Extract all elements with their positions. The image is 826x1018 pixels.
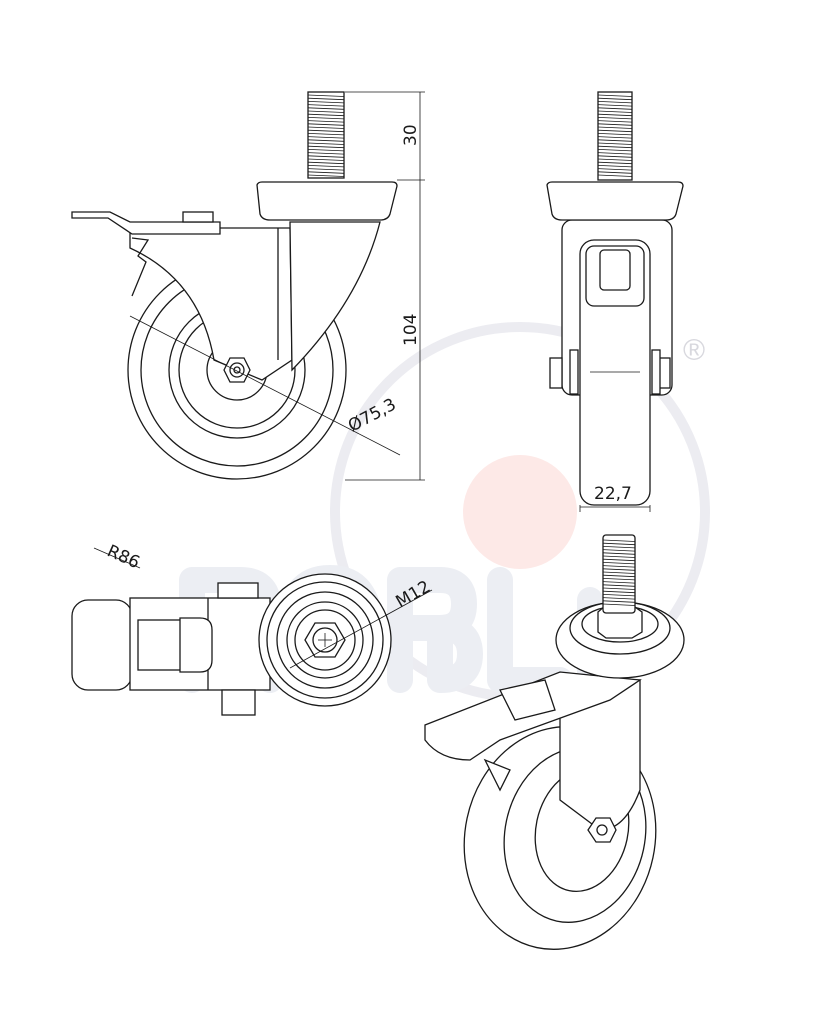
thread-line bbox=[597, 158, 633, 161]
thread-line bbox=[602, 549, 636, 552]
thread-line bbox=[307, 107, 345, 110]
dimension-overall-height: 104 bbox=[401, 314, 421, 346]
thread-line bbox=[307, 101, 345, 104]
thread-line bbox=[597, 117, 633, 120]
thread-line bbox=[597, 104, 633, 107]
thread-line bbox=[307, 126, 345, 129]
thread-line bbox=[602, 571, 636, 574]
thread-line bbox=[597, 97, 633, 101]
thread-line bbox=[602, 562, 636, 565]
thread-line bbox=[602, 552, 636, 555]
axle-nut bbox=[223, 357, 251, 383]
thread-line bbox=[597, 129, 633, 133]
thread-line bbox=[602, 594, 636, 597]
thread-line bbox=[597, 149, 633, 152]
thread-line bbox=[602, 546, 636, 549]
thread-line bbox=[307, 129, 345, 133]
thread-line bbox=[597, 155, 633, 158]
thread-line bbox=[307, 113, 345, 117]
dimension-wheel-width: 22,7 bbox=[594, 484, 632, 504]
thread-line bbox=[307, 136, 345, 139]
thread-line bbox=[307, 117, 345, 120]
isometric-view bbox=[424, 534, 685, 950]
thread-line bbox=[307, 145, 345, 149]
thread-line bbox=[602, 539, 636, 542]
registered-mark: ® bbox=[683, 334, 705, 367]
thread-line bbox=[597, 171, 633, 174]
thread-line bbox=[307, 152, 345, 155]
dimension-stud-length: 30 bbox=[401, 124, 421, 146]
thread-line bbox=[597, 165, 633, 168]
thread-line bbox=[307, 171, 345, 174]
thread-line bbox=[597, 139, 633, 142]
thread-line bbox=[307, 158, 345, 161]
side-view: 30 104 Ø75,3 bbox=[71, 91, 425, 481]
thread-line bbox=[602, 558, 636, 562]
thread-line bbox=[307, 133, 345, 136]
thread-line bbox=[597, 136, 633, 139]
thread-line bbox=[602, 603, 636, 606]
thread-line bbox=[597, 120, 633, 123]
thread-line bbox=[602, 597, 636, 600]
thread-line bbox=[307, 97, 345, 101]
thread-line bbox=[307, 165, 345, 168]
thread-line bbox=[307, 168, 345, 171]
thread-line bbox=[602, 574, 636, 578]
thread-line bbox=[602, 590, 636, 594]
thread-line bbox=[597, 126, 633, 129]
thread-line bbox=[307, 139, 345, 142]
thread-line bbox=[307, 149, 345, 152]
thread-line bbox=[597, 133, 633, 136]
thread-line bbox=[307, 155, 345, 158]
thread-line bbox=[597, 123, 633, 126]
thread-line bbox=[602, 600, 636, 603]
thread-line bbox=[307, 174, 345, 177]
thread-line bbox=[597, 142, 633, 145]
thread-line bbox=[307, 142, 345, 145]
thread-line bbox=[597, 152, 633, 155]
thread-line bbox=[307, 110, 345, 113]
thread-line bbox=[602, 587, 636, 590]
thread-line bbox=[597, 101, 633, 104]
thread-line bbox=[597, 145, 633, 149]
thread-line bbox=[597, 107, 633, 110]
brake-pedal bbox=[71, 599, 133, 691]
thread-line bbox=[602, 542, 636, 546]
dimension-swivel-radius: R86 bbox=[104, 541, 143, 573]
thread-line bbox=[307, 123, 345, 126]
mounting-head bbox=[256, 181, 398, 221]
wheel-front bbox=[579, 239, 651, 506]
thread-line bbox=[597, 110, 633, 113]
thread-line bbox=[597, 174, 633, 177]
thread-line bbox=[307, 94, 345, 97]
thread-line bbox=[307, 104, 345, 107]
top-view: M12 R86 bbox=[71, 541, 434, 716]
front-view: 22,7 bbox=[546, 91, 684, 512]
thread-line bbox=[602, 584, 636, 587]
thread-line bbox=[597, 94, 633, 97]
thread-line bbox=[602, 581, 636, 584]
brake-lever bbox=[71, 211, 221, 235]
thread-line bbox=[307, 120, 345, 123]
thread-line bbox=[597, 113, 633, 117]
thread-line bbox=[602, 568, 636, 571]
thread-line bbox=[597, 168, 633, 171]
thread-line bbox=[597, 161, 633, 165]
thread-line bbox=[307, 161, 345, 165]
thread-line bbox=[602, 578, 636, 581]
thread-line bbox=[602, 565, 636, 568]
thread-line bbox=[602, 555, 636, 558]
